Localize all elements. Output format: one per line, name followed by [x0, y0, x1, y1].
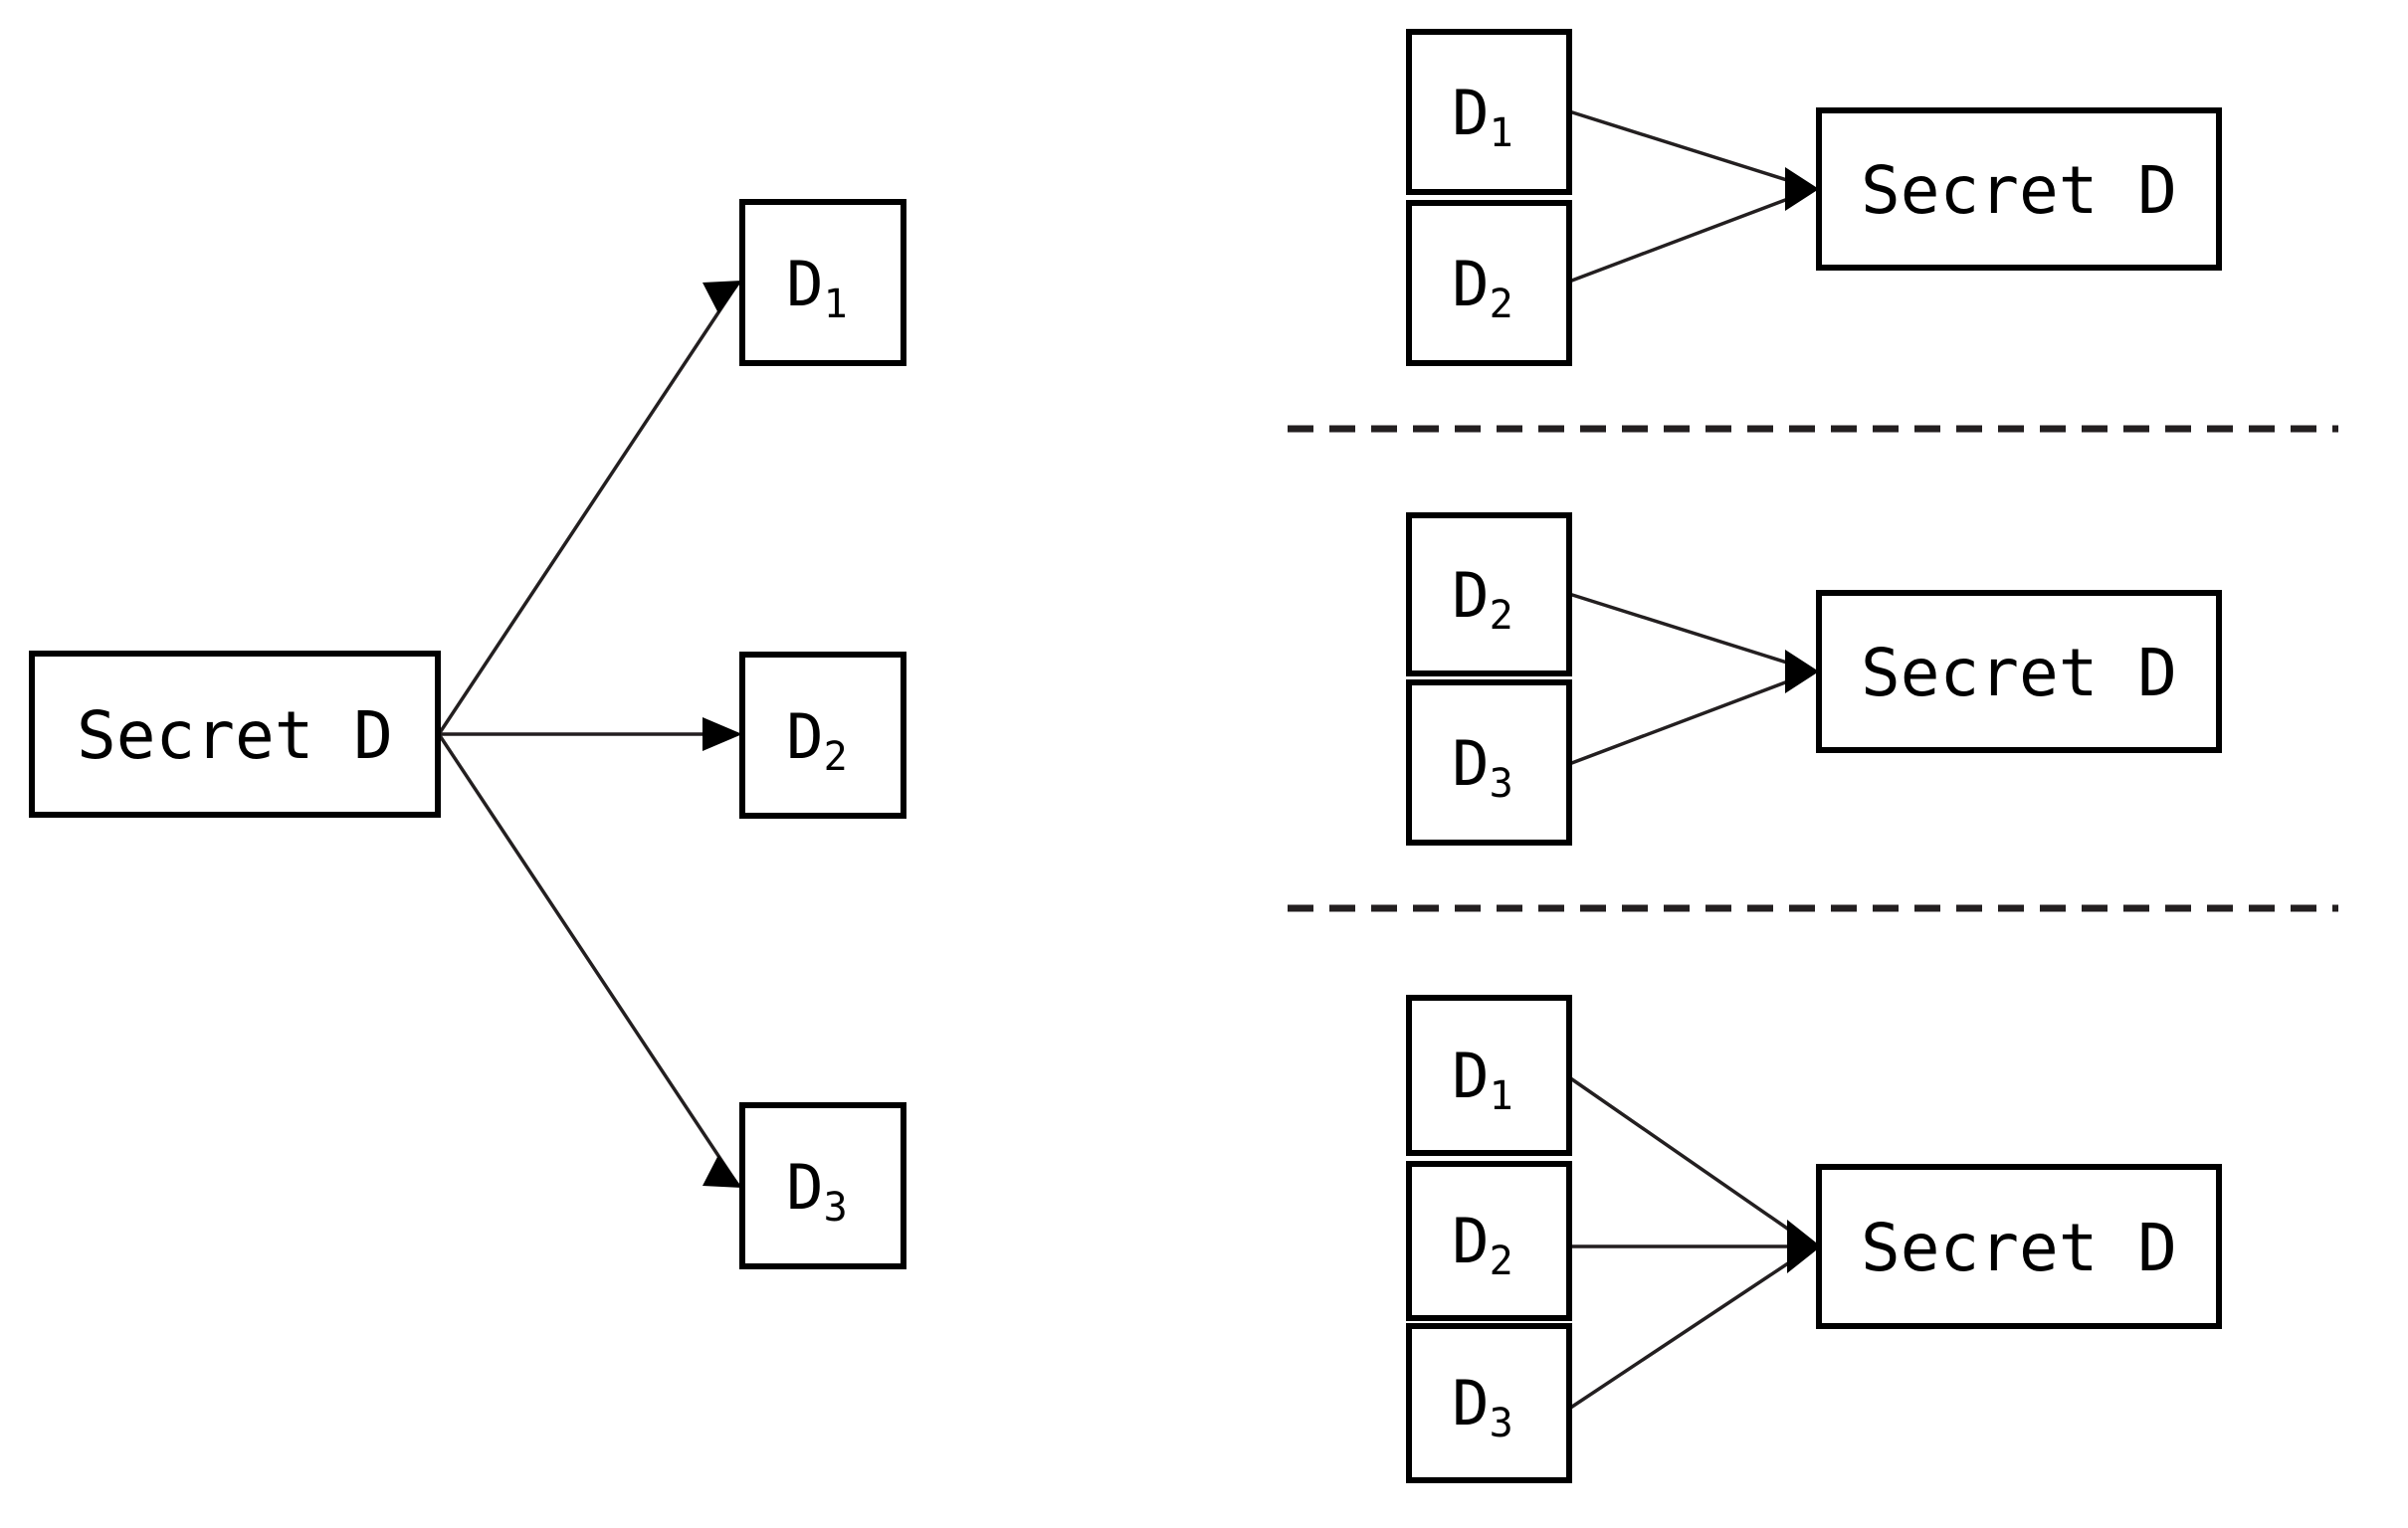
left-share-node-d1-subscript: 1	[824, 282, 848, 327]
reconstruct-group-1: D1 D2 Secret D	[1406, 29, 2222, 366]
left-secret-node[interactable]: Secret D	[29, 651, 441, 818]
group-2-input-d3-label: D3	[1452, 727, 1512, 807]
edge-g1-d2-to-secret	[1568, 189, 1810, 284]
edge-secret-to-d1	[437, 282, 740, 735]
group-2-output-secret-label: Secret D	[1861, 635, 2177, 711]
group-3-output-secret-label: Secret D	[1861, 1210, 2177, 1286]
reconstruct-group-2: D2 D3 Secret D	[1406, 512, 2222, 846]
left-share-node-d1-box[interactable]	[739, 199, 906, 366]
edge-secret-to-d3	[437, 733, 740, 1187]
arrowhead-d1-icon	[702, 281, 742, 313]
group-1-output-secret[interactable]: Secret D	[1816, 107, 2222, 271]
group-1-output-secret-box[interactable]	[1816, 107, 2222, 271]
left-share-node-d1[interactable]: D1	[739, 199, 906, 366]
group-3-input-d1-label: D1	[1452, 1040, 1512, 1119]
arrowhead-d3-icon	[702, 1155, 742, 1188]
group-3-output-secret[interactable]: Secret D	[1816, 1164, 2222, 1329]
group-3-input-d3-box[interactable]	[1406, 1323, 1572, 1483]
group-1-input-d1-label: D1	[1452, 77, 1512, 156]
group-3-input-d3-subscript: 3	[1490, 1401, 1513, 1446]
edge-g3-d1-to-secret	[1568, 1075, 1810, 1245]
left-panel-group: Secret D D1 D2 D3	[29, 199, 906, 1269]
left-share-node-d3-label: D3	[786, 1151, 847, 1231]
left-share-node-d2[interactable]: D2	[739, 652, 906, 819]
arrowhead-g1-icon	[1785, 167, 1819, 211]
group-1-input-d2-label: D2	[1452, 248, 1512, 327]
group-2-input-d2[interactable]: D2	[1406, 512, 1572, 676]
group-2-input-d2-subscript: 2	[1490, 593, 1513, 639]
group-1-input-d2[interactable]: D2	[1406, 200, 1572, 366]
group-1-output-secret-label: Secret D	[1861, 152, 2177, 229]
arrowhead-g3-icon	[1787, 1220, 1821, 1273]
group-3-input-d3[interactable]: D3	[1406, 1323, 1572, 1483]
group-2-input-d2-box[interactable]	[1406, 512, 1572, 676]
group-3-edges	[1568, 1075, 1821, 1411]
left-secret-node-label: Secret D	[77, 697, 393, 774]
group-2-output-secret-box[interactable]	[1816, 590, 2222, 753]
group-2-input-d2-label: D2	[1452, 559, 1512, 639]
group-3-input-d2-subscript: 2	[1490, 1239, 1513, 1284]
left-share-node-d3[interactable]: D3	[739, 1102, 906, 1269]
group-3-output-secret-box[interactable]	[1816, 1164, 2222, 1329]
group-3-input-d3-label: D3	[1452, 1367, 1512, 1446]
group-3-input-d2-label: D2	[1452, 1205, 1512, 1284]
edge-g3-d3-to-secret	[1568, 1247, 1810, 1411]
group-1-input-d1-subscript: 1	[1490, 110, 1513, 156]
group-2-input-d3-box[interactable]	[1406, 679, 1572, 846]
left-panel-edges	[437, 281, 742, 1188]
group-1-input-d1-box[interactable]	[1406, 29, 1572, 195]
left-secret-node-box[interactable]	[29, 651, 441, 818]
group-2-input-d3[interactable]: D3	[1406, 679, 1572, 846]
group-3-input-d2[interactable]: D2	[1406, 1161, 1572, 1321]
group-1-edges	[1568, 109, 1819, 284]
group-1-input-d2-box[interactable]	[1406, 200, 1572, 366]
group-3-input-d1[interactable]: D1	[1406, 995, 1572, 1156]
arrowhead-g2-icon	[1785, 650, 1819, 693]
left-share-node-d2-box[interactable]	[739, 652, 906, 819]
edge-g1-d1-to-secret	[1568, 109, 1810, 189]
group-2-edges	[1568, 592, 1819, 766]
left-share-node-d2-subscript: 2	[824, 734, 848, 780]
group-3-input-d1-box[interactable]	[1406, 995, 1572, 1156]
group-3-input-d2-box[interactable]	[1406, 1161, 1572, 1321]
left-share-node-d2-label: D2	[786, 700, 847, 780]
arrowhead-d2-icon	[702, 717, 742, 751]
group-2-output-secret[interactable]: Secret D	[1816, 590, 2222, 753]
left-share-node-d3-subscript: 3	[824, 1185, 848, 1231]
group-1-input-d1[interactable]: D1	[1406, 29, 1572, 195]
group-2-input-d3-subscript: 3	[1490, 761, 1513, 807]
group-1-input-d2-subscript: 2	[1490, 282, 1513, 327]
edge-g2-d2-to-secret	[1568, 592, 1810, 671]
group-3-input-d1-subscript: 1	[1490, 1073, 1513, 1119]
edge-g2-d3-to-secret	[1568, 671, 1810, 766]
reconstruct-group-3: D1 D2 D3 Secret D	[1406, 995, 2222, 1483]
left-share-node-d1-label: D1	[786, 248, 847, 327]
left-share-node-d3-box[interactable]	[739, 1102, 906, 1269]
